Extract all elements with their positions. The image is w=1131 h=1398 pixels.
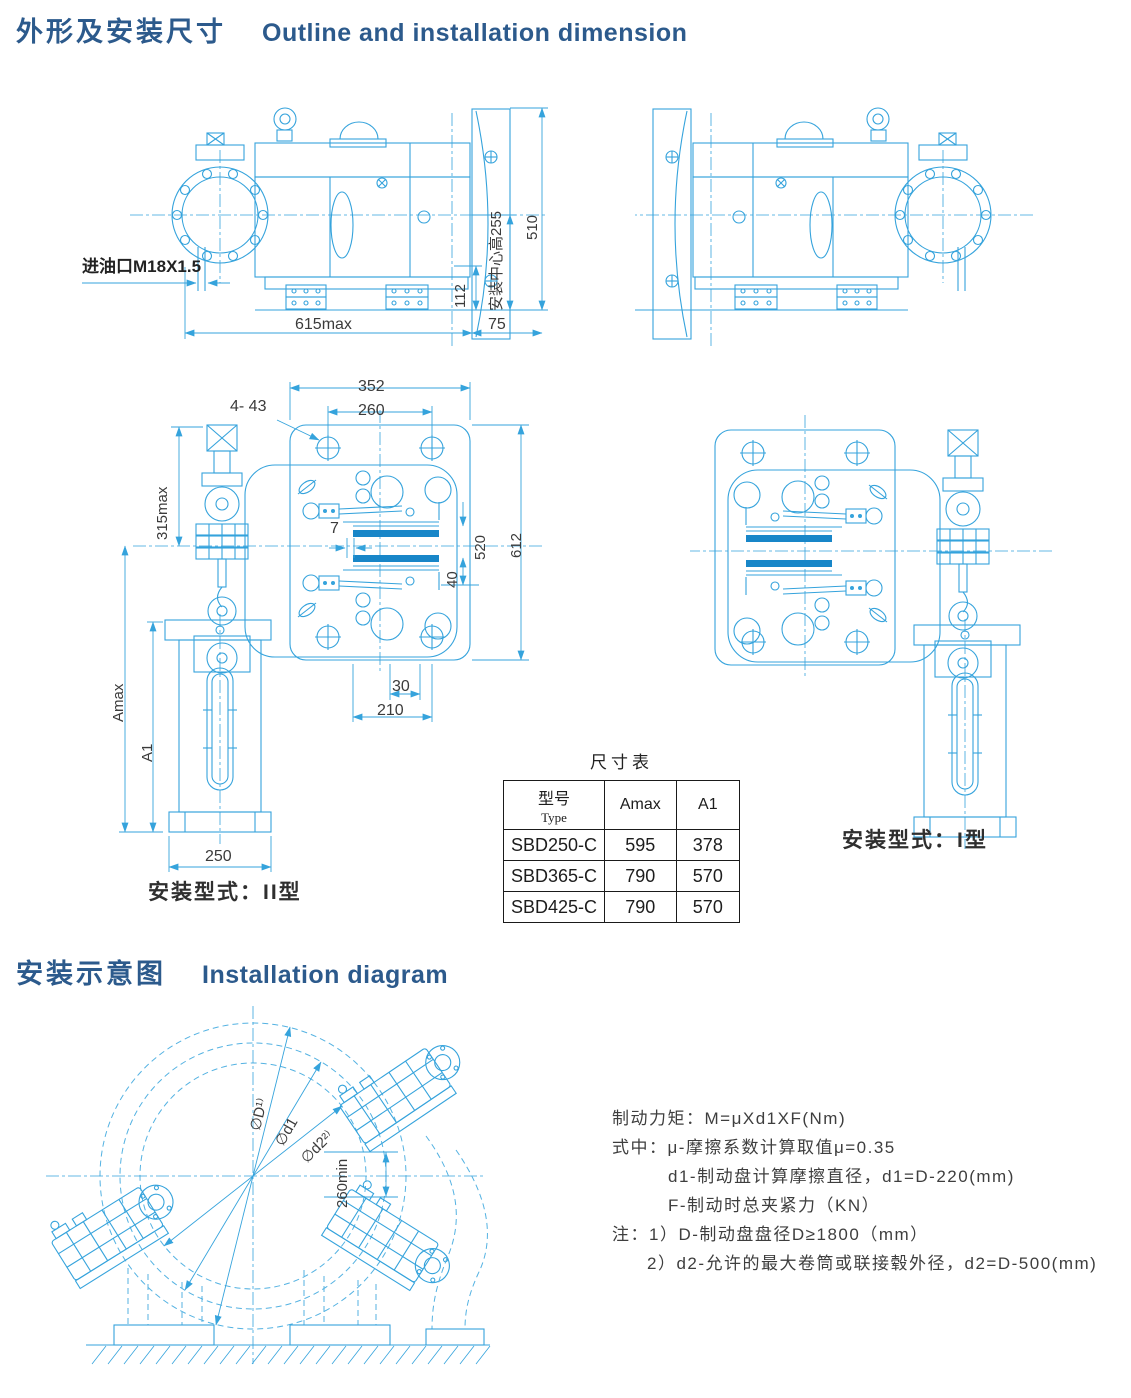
dim-615max: 615max [295, 316, 352, 333]
note-line-d2: 2）d2-允许的最大卷筒或联接毂外径，d2=D-500(mm) [647, 1254, 1098, 1273]
front-view-dimension-lines [119, 382, 529, 872]
header-model-zh: 型号 [537, 790, 570, 808]
size-table-header-row: 型号 Type Amax A1 [503, 780, 741, 830]
dim-210: 210 [377, 702, 404, 719]
cell-model: SBD365-C [503, 860, 605, 892]
header-model-en: Type [541, 809, 567, 825]
section1-title-zh: 外形及安装尺寸 [16, 17, 226, 47]
dim-4x43-holes: 4- 43 [230, 398, 267, 415]
dim-center-height: 安装中心高255 [488, 210, 505, 311]
note-line-D: 注：1）D-制动盘盘径D≥1800（mm） [612, 1225, 929, 1244]
cell-amax: 790 [603, 891, 677, 923]
cell-model: SBD250-C [503, 829, 605, 861]
dim-260: 260 [358, 402, 385, 419]
size-table-header-amax: Amax [603, 780, 677, 830]
oil-port-label: 进油口M18X1.5 [82, 257, 202, 276]
table-row: SBD250-C 595 378 [503, 829, 741, 861]
note-line-F: F-制动时总夹紧力（KN） [668, 1196, 881, 1215]
table-row: SBD425-C 790 570 [503, 891, 741, 923]
cell-a1: 378 [675, 829, 741, 861]
diameter-arrows [163, 1026, 398, 1326]
dim-510: 510 [524, 214, 541, 240]
front-view-type1-drawing [690, 414, 1053, 850]
section2-heading: 安装示意图 Installation diagram [16, 952, 448, 991]
side-view-drawing-mirrored [635, 107, 1034, 348]
dim-112: 112 [452, 284, 469, 308]
section2-title-en: Installation diagram [202, 961, 449, 989]
dim-250: 250 [205, 848, 232, 865]
note-line-torque-formula: 制动力矩：M=μXd1XF(Nm) [612, 1109, 847, 1128]
support-legs [127, 1135, 488, 1330]
dim-30: 30 [392, 678, 410, 695]
dim-612: 612 [508, 532, 525, 558]
dim-520: 520 [472, 534, 489, 560]
cell-amax: 790 [603, 860, 677, 892]
size-table-header-model: 型号 Type [503, 780, 605, 830]
caption-type1: 安装型式：I型 [842, 829, 988, 852]
dim-352: 352 [358, 378, 385, 395]
dim-260min: 260min [334, 1158, 351, 1208]
cell-a1: 570 [675, 860, 741, 892]
section1-title-en: Outline and installation dimension [262, 19, 688, 47]
dim-75: 75 [488, 316, 506, 333]
brake-unit-left [42, 1160, 189, 1290]
size-table-title: 尺寸表 [590, 753, 653, 772]
brake-unit-top-right [329, 1021, 476, 1153]
dim-40: 40 [444, 571, 461, 588]
cell-a1: 570 [675, 891, 741, 923]
cell-amax: 595 [603, 829, 677, 861]
side-view-dimension-lines [82, 107, 548, 339]
dim-amax: Amax [110, 683, 127, 722]
installation-diagram [42, 1006, 491, 1365]
table-row: SBD365-C 790 570 [503, 860, 741, 892]
dim-315max: 315max [154, 486, 171, 540]
dim-7: 7 [330, 520, 339, 537]
brake-torque-notes: 制动力矩：M=μXd1XF(Nm) 式中：μ-摩擦系数计算取值μ=0.35 d1… [612, 1104, 1097, 1278]
note-line-d1: d1-制动盘计算摩擦直径，d1=D-220(mm) [668, 1167, 1015, 1186]
dim-a1: A1 [139, 743, 156, 762]
side-view-drawing [82, 107, 548, 348]
foundation [86, 1324, 491, 1365]
size-table-header-a1: A1 [675, 780, 741, 830]
front-view-type2-drawing [119, 382, 544, 872]
section2-title-zh: 安装示意图 [16, 959, 166, 989]
section1-heading: 外形及安装尺寸 Outline and installation dimensi… [16, 10, 687, 49]
note-line-mu: 式中：μ-摩擦系数计算取值μ=0.35 [612, 1138, 896, 1157]
caption-type2: 安装型式：II型 [148, 881, 302, 904]
size-table: 尺寸表 型号 Type Amax A1 SBD250-C 595 378 SBD… [503, 748, 741, 923]
cell-model: SBD425-C [503, 891, 605, 923]
